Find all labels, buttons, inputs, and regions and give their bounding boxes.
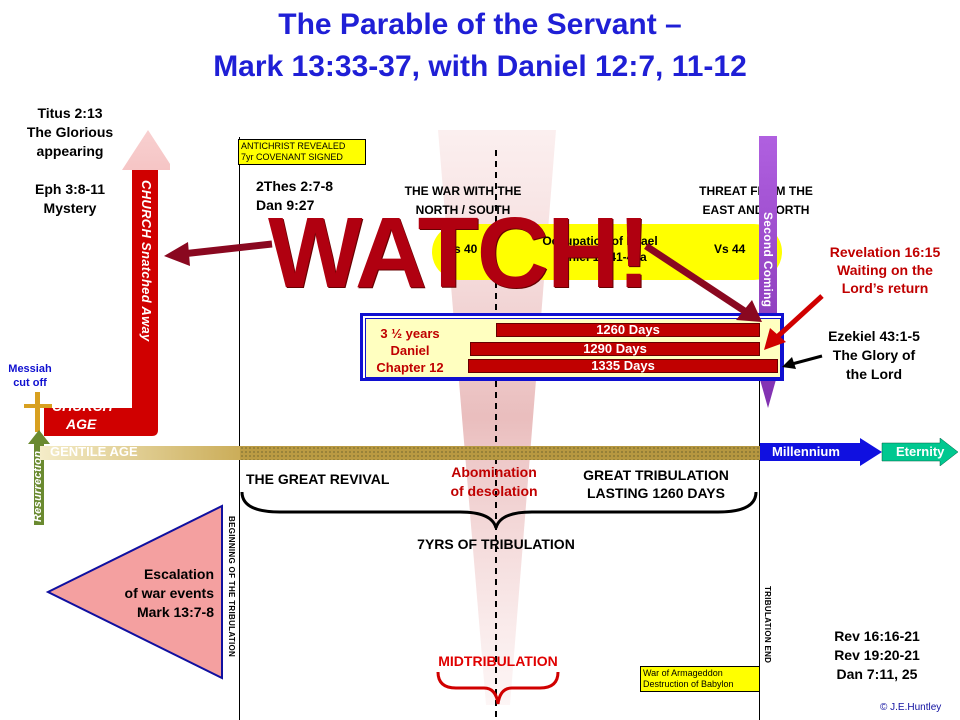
millennium-eternity-arrows (760, 438, 959, 466)
beginning-tribulation-label: BEGINNING OF THE TRIBULATION (227, 516, 236, 658)
church-snatched-label: CHURCH Snatched Away (139, 180, 154, 342)
escalation-label: Escalation of war events Mark 13:7-8 (124, 566, 214, 620)
rev-references: Rev 16:16-21 Rev 19:20-21 Dan 7:11, 25 (834, 628, 920, 682)
tribulation-end-label: TRIBULATION END (763, 586, 772, 664)
seven-years-brace (240, 491, 758, 529)
vs40-label: Vs 40 (446, 242, 478, 256)
great-tribulation-label: GREAT TRIBULATION LASTING 1260 DAYS (583, 467, 729, 501)
great-revival-label: THE GREAT REVIVAL (246, 471, 390, 487)
title-line-2: Mark 13:33-37, with Daniel 12:7, 11-12 (213, 50, 747, 83)
eph-reference: Eph 3:8-11 Mystery (34, 181, 106, 216)
antichrist-revealed-box: ANTICHRIST REVEALED 7yr COVENANT SIGNED (238, 139, 366, 165)
escalation-triangle (45, 504, 223, 680)
gentile-age-label: GENTILE AGE (50, 444, 138, 459)
bar-1260-days: 1260 Days (496, 323, 760, 337)
seven-years-label: 7YRS OF TRIBULATION (417, 536, 575, 552)
church-arrow (44, 130, 170, 436)
bar-1290-days: 1290 Days (470, 342, 760, 356)
millennium-label: Millennium (772, 444, 840, 459)
watch-label: WATCH! (268, 197, 650, 309)
copyright-label: © J.E.Huntley (880, 702, 942, 713)
titus-reference: Titus 2:13 The Glorious appearing (26, 105, 114, 159)
midpoint-dashed-line (495, 150, 497, 720)
cross-icon (24, 392, 52, 432)
church-age-label: CHURCH AGE (52, 398, 113, 432)
gentile-age-band (40, 446, 760, 460)
midtribulation-brace (436, 671, 560, 705)
tribulation-end-line (759, 160, 760, 720)
bar-1335-days: 1335 Days (468, 359, 778, 373)
ezekiel-note: Ezekiel 43:1-5 The Glory of the Lord (828, 328, 920, 382)
watch-right-arrow (644, 243, 762, 322)
revelation-arrow (764, 294, 824, 350)
abomination-label: Abomination of desolation (450, 464, 538, 499)
watch-left-arrow (164, 240, 273, 266)
eternity-label: Eternity (896, 444, 945, 459)
occupation-capsule (432, 224, 782, 280)
midtribulation-label: MIDTRIBULATION (438, 653, 558, 669)
revelation-note: Revelation 16:15 Waiting on the Lord’s r… (829, 244, 941, 296)
messiah-label: Messiah cut off (8, 363, 52, 389)
armageddon-box: War of Armageddon Destruction of Babylon (640, 666, 760, 692)
occupation-label: Occupation of Israel Daniel 11:41-45a (542, 234, 658, 264)
resurrection-arrow (28, 430, 50, 525)
tribulation-start-line (239, 137, 240, 720)
title-line-1: The Parable of the Servant – (278, 8, 682, 41)
threat-east-north-label: THREAT FROM THE EAST AND NORTH (699, 184, 813, 217)
vs44-label: Vs 44 (714, 242, 746, 256)
war-north-south-label: THE WAR WITH THE NORTH / SOUTH (404, 184, 522, 217)
ezekiel-arrow (782, 354, 823, 369)
thes-reference: 2Thes 2:7-8 Dan 9:27 (256, 178, 334, 213)
daniel-12-label: 3 ½ years Daniel Chapter 12 (376, 326, 444, 375)
